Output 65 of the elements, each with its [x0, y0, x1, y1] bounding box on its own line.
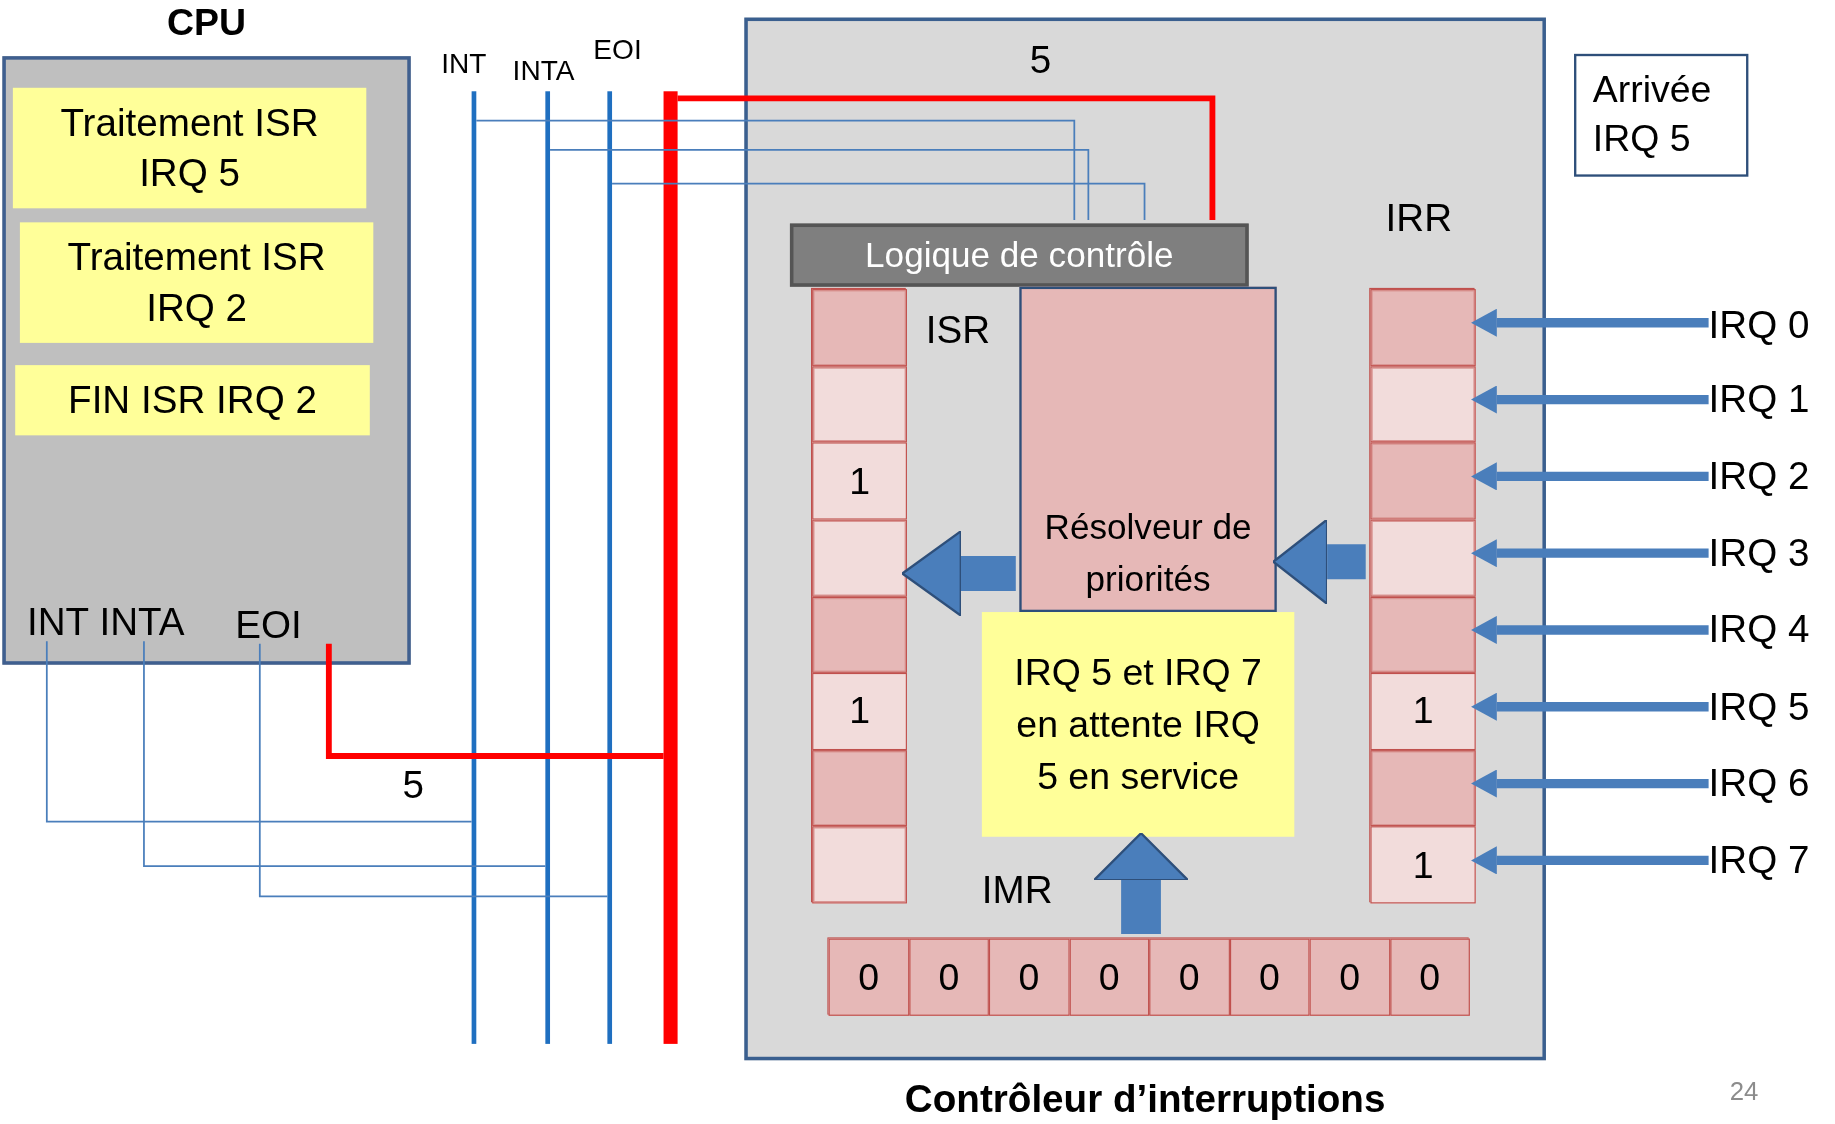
register-cell: 1 [1370, 673, 1476, 750]
controller-caption: Contrôleur d’interruptions [903, 1076, 1387, 1122]
task-box: Traitement ISR IRQ 2 [19, 222, 374, 343]
register-cell: 0 [1149, 938, 1230, 1016]
arrow [1471, 769, 1709, 798]
info-box: Arrivée IRQ 5 [1574, 53, 1749, 177]
register-cell: 0 [1309, 938, 1390, 1016]
register-cell [1370, 289, 1476, 366]
register-cell [1370, 442, 1476, 520]
resolver-block: Résolveur de priorités [1019, 286, 1277, 613]
signal-label: IRQ 4 [1708, 603, 1835, 656]
signal-label: IRQ 5 [1708, 681, 1835, 733]
port-label: INT [26, 600, 93, 645]
register-cell: 0 [908, 938, 989, 1016]
connector-line [549, 148, 1090, 221]
register-cell [812, 519, 907, 597]
register-label: IMR [981, 868, 1053, 913]
register-cell [812, 826, 907, 904]
register-cell [1370, 519, 1476, 597]
register-cell: 0 [1389, 938, 1470, 1016]
register-label: IRR [1385, 195, 1453, 240]
register-cell: 0 [1229, 938, 1310, 1016]
register-cell: 0 [828, 938, 909, 1016]
register-cell [1370, 365, 1476, 443]
bus-label: EOI [593, 32, 642, 66]
arrow [1471, 308, 1709, 337]
arrow [1471, 539, 1709, 568]
register-cell [812, 289, 907, 366]
connector-line [45, 640, 473, 823]
signal-label: IRQ 0 [1708, 299, 1835, 352]
connector-line [611, 182, 1146, 221]
bus-label: INTA [512, 53, 575, 87]
register-cell: 0 [988, 938, 1070, 1016]
arrow [1471, 692, 1709, 721]
signal-label: IRQ 3 [1708, 527, 1835, 580]
signal-label: IRQ 6 [1708, 757, 1835, 809]
register-cell: 1 [812, 673, 907, 750]
note-box: IRQ 5 et IRQ 7 en attente IRQ 5 en service [981, 612, 1295, 837]
connector-line [475, 119, 1076, 221]
register-cell [1370, 596, 1476, 674]
register-label: ISR [925, 307, 991, 353]
signal-label: IRQ 1 [1708, 373, 1835, 425]
task-box: FIN ISR IRQ 2 [15, 365, 370, 436]
signal-label: IRQ 7 [1708, 834, 1835, 886]
port-label: EOI [230, 602, 339, 648]
page-number: 24 [1728, 1076, 1760, 1108]
register-cell [1370, 749, 1476, 827]
connector-line [143, 640, 547, 867]
register-cell: 0 [1069, 938, 1150, 1016]
connector-line [258, 642, 609, 898]
register-cell: 1 [812, 442, 907, 520]
arrow [1471, 846, 1709, 875]
port-label: INTA [94, 600, 203, 645]
arrow [1471, 385, 1709, 414]
bus-label: INT [441, 46, 487, 80]
arrow [1471, 615, 1709, 644]
signal-label: IRQ 2 [1708, 450, 1835, 503]
cpu-title: CPU [166, 1, 248, 45]
logic-block: Logique de contrôle [789, 223, 1249, 287]
register-cell: 1 [1370, 826, 1476, 904]
task-box: Traitement ISR IRQ 5 [12, 87, 367, 209]
arrow [1471, 462, 1709, 491]
register-cell [812, 596, 907, 674]
connector-line [677, 95, 1216, 220]
connector-line [325, 643, 664, 759]
